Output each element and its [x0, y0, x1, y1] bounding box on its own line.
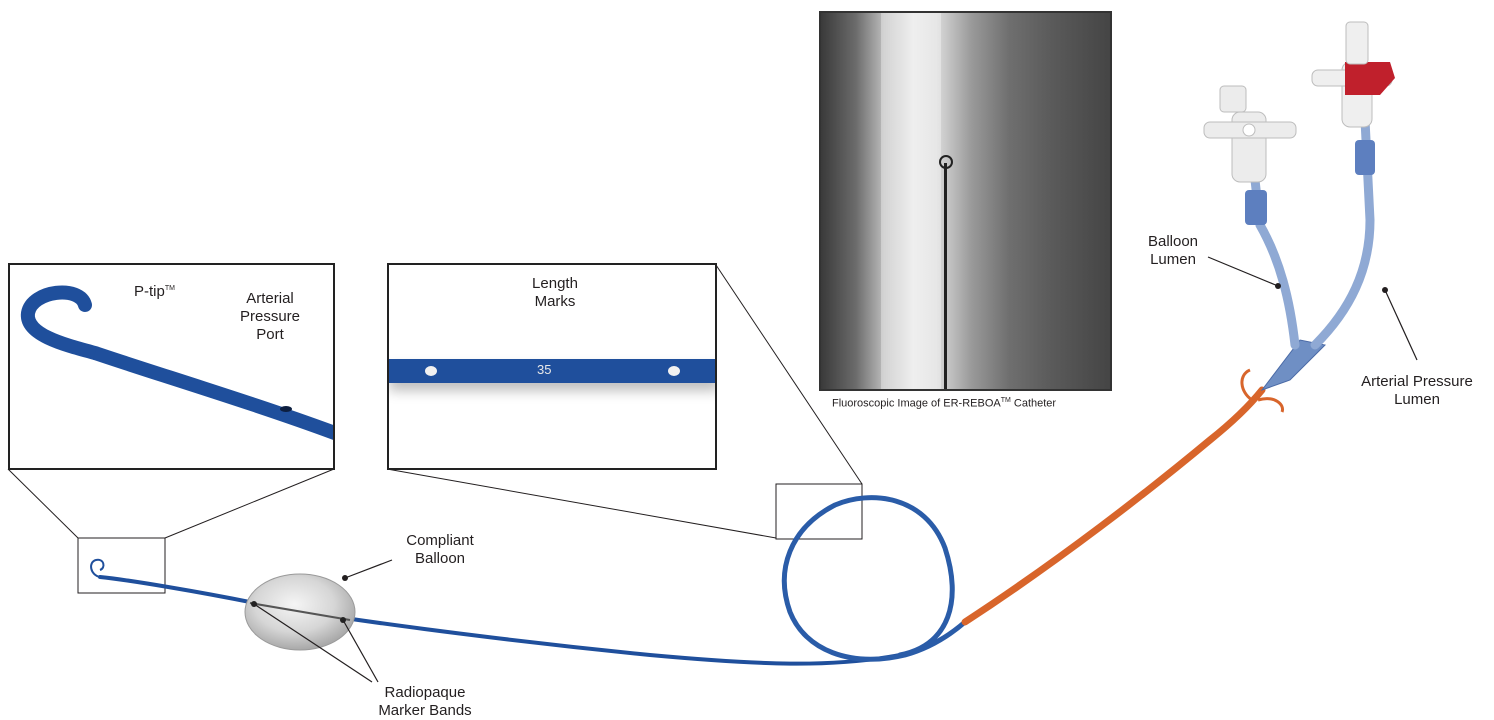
arterial-pressure-lumen-label: Arterial Pressure Lumen [1352, 373, 1482, 409]
p-tip-shadow [939, 155, 953, 169]
fluoro-caption: Fluoroscopic Image of ER-REBOATM Cathete… [832, 397, 1056, 410]
pressure-port-hole [280, 406, 292, 412]
catheter-shadow [944, 163, 947, 391]
balloon-lumen-connector [1245, 190, 1267, 225]
compliant-balloon [245, 574, 355, 650]
mini-p-tip [91, 560, 103, 577]
p-tip-label: P-tipTM [134, 280, 175, 301]
arterial-pressure-port-label: Arterial Pressure Port [230, 290, 310, 344]
fluoroscopic-image [819, 11, 1112, 391]
white-stopcock [1204, 86, 1296, 182]
spine-shadow [881, 13, 941, 391]
compliant-balloon-label: Compliant Balloon [390, 532, 490, 568]
length-marks-label: Length Marks [515, 275, 595, 311]
length-mark-number: 35 [537, 362, 551, 377]
radiopaque-marker-bands-label: Radiopaque Marker Bands [365, 684, 485, 720]
hub-assembly [1204, 22, 1395, 412]
length-dot-2 [668, 366, 680, 376]
arterial-lumen-connector [1355, 140, 1375, 175]
red-stopcock [1312, 22, 1395, 127]
length-dot-1 [425, 366, 437, 376]
balloon-lumen-label: Balloon Lumen [1133, 233, 1213, 269]
length-mark-zoom-box [776, 484, 862, 539]
